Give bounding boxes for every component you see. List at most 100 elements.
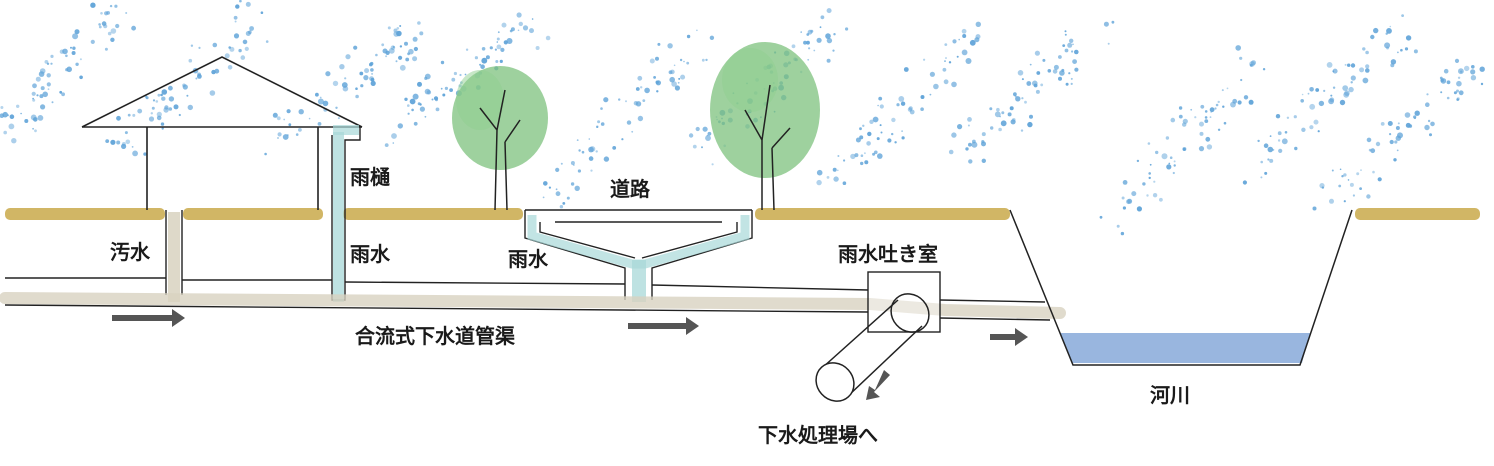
rain-drop bbox=[965, 58, 972, 64]
rain-drop bbox=[449, 88, 453, 92]
rain-drop bbox=[1375, 141, 1381, 147]
rain-drop bbox=[637, 75, 643, 81]
rain-drop bbox=[265, 40, 269, 43]
rain-drop bbox=[298, 127, 302, 132]
rain-drop bbox=[510, 27, 515, 32]
rain-drop bbox=[570, 161, 575, 165]
rain-drop bbox=[621, 138, 624, 141]
rain-drop bbox=[967, 124, 970, 127]
rain-drop bbox=[603, 97, 609, 103]
rain-drop bbox=[315, 92, 319, 97]
rain-drop bbox=[1393, 158, 1397, 162]
rain-drop bbox=[1064, 48, 1069, 53]
rain-drop bbox=[1389, 133, 1392, 136]
rain-drop bbox=[1277, 139, 1281, 142]
rain-drop bbox=[151, 106, 155, 110]
rain-drop bbox=[1200, 104, 1205, 109]
rain-drop bbox=[79, 58, 82, 61]
rain-drop bbox=[816, 179, 822, 186]
rain-drop bbox=[833, 176, 839, 182]
rain-drop bbox=[958, 38, 960, 41]
rain-drop bbox=[1360, 169, 1362, 172]
rain-drop bbox=[989, 107, 993, 111]
rain-drop bbox=[188, 58, 193, 63]
rain-drop bbox=[961, 28, 967, 34]
rain-drop bbox=[459, 73, 462, 77]
rain-drop bbox=[860, 161, 864, 166]
rain-drop bbox=[1027, 121, 1033, 128]
rain-drop bbox=[417, 21, 421, 25]
rain-drop bbox=[233, 33, 240, 39]
rain-drop bbox=[1169, 156, 1173, 159]
rain-drop bbox=[1454, 58, 1460, 64]
rain-drop bbox=[981, 141, 986, 147]
rain-drop bbox=[116, 115, 121, 121]
rain-drop bbox=[961, 49, 968, 56]
rain-drop bbox=[264, 152, 267, 156]
rain-drop bbox=[1350, 75, 1356, 81]
rain-drop bbox=[981, 158, 986, 163]
rain-drop bbox=[370, 61, 374, 66]
rain-drop bbox=[864, 160, 869, 165]
rain-drop bbox=[114, 4, 118, 8]
rain-drop bbox=[1040, 83, 1044, 87]
rain-drop bbox=[1405, 35, 1412, 41]
rain-drop bbox=[479, 63, 482, 66]
rain-drop bbox=[1397, 51, 1399, 54]
rain-drop bbox=[1321, 186, 1325, 189]
rain-drop bbox=[820, 15, 825, 20]
rain-drop bbox=[1239, 56, 1243, 60]
rain-drop bbox=[1152, 193, 1158, 198]
rain-drop bbox=[1072, 43, 1074, 46]
rain-drop bbox=[145, 96, 149, 100]
rain-drop bbox=[59, 90, 63, 94]
rain-drop bbox=[1010, 119, 1016, 125]
rain-drop bbox=[168, 107, 173, 111]
rain-drop bbox=[1372, 170, 1375, 174]
rain-drop bbox=[212, 42, 218, 48]
rain-drop bbox=[242, 39, 248, 45]
rain-drop bbox=[132, 150, 139, 157]
rain-drop bbox=[968, 159, 973, 164]
rain-drop bbox=[637, 115, 644, 122]
rain-drop bbox=[276, 116, 281, 121]
rain-drop bbox=[173, 104, 179, 110]
rain-drop bbox=[860, 154, 864, 157]
rain-drop bbox=[497, 31, 500, 34]
rain-drop bbox=[819, 26, 822, 29]
rain-drop bbox=[105, 139, 110, 144]
rain-drop bbox=[707, 131, 712, 136]
rain-drop bbox=[555, 167, 560, 172]
rain-drop bbox=[442, 93, 446, 97]
rain-drop bbox=[640, 86, 643, 89]
rain-drop bbox=[649, 58, 655, 64]
ground-strip-left bbox=[5, 208, 165, 220]
rain-drop bbox=[1194, 116, 1197, 119]
rain-drop bbox=[1065, 82, 1069, 86]
rain-drop bbox=[1385, 32, 1388, 35]
flow-arrow-icon bbox=[112, 309, 185, 327]
rain-drop bbox=[399, 25, 402, 27]
rain-drop bbox=[701, 146, 703, 149]
rain-drop bbox=[929, 93, 932, 96]
rain-drop bbox=[920, 95, 925, 99]
rain-drop bbox=[72, 46, 76, 50]
rain-drop bbox=[859, 127, 862, 131]
rain-drop bbox=[1172, 171, 1175, 175]
rain-drop bbox=[595, 150, 598, 153]
rain-drop bbox=[426, 90, 432, 95]
rain-drop bbox=[702, 126, 708, 132]
rain-drop bbox=[1404, 47, 1409, 51]
rain-drop bbox=[127, 113, 131, 117]
rain-drop bbox=[1413, 115, 1417, 119]
rain-drop bbox=[152, 99, 156, 102]
rain-drop bbox=[342, 85, 349, 92]
rain-drop bbox=[75, 62, 79, 66]
rain-drop bbox=[951, 132, 957, 138]
rain-drop bbox=[1071, 50, 1074, 53]
rain-drop bbox=[125, 139, 131, 145]
rain-drop bbox=[909, 109, 915, 115]
rain-drop bbox=[1103, 21, 1109, 27]
rain-drop bbox=[1456, 98, 1459, 101]
